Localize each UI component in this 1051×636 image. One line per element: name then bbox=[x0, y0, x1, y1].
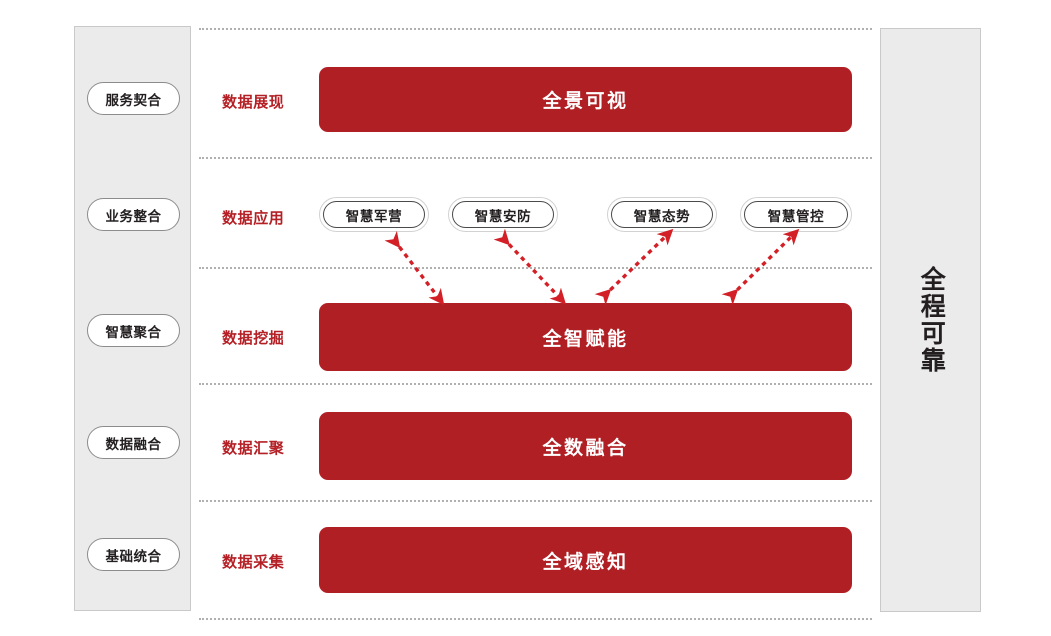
layer-label-collection: 数据采集 bbox=[222, 554, 285, 571]
layer-separator bbox=[199, 157, 872, 159]
layer-separator bbox=[199, 267, 872, 269]
reliability-panel: 全程可靠 bbox=[880, 28, 981, 612]
app-pill-label: 智慧态势 bbox=[633, 208, 691, 224]
stage-pill-label: 业务整合 bbox=[105, 208, 162, 224]
capability-bar-full-domain-sensing[interactable]: 全域感知 bbox=[319, 527, 852, 593]
capability-bar-label: 全景可视 bbox=[542, 91, 629, 112]
layer-label-aggregation: 数据汇聚 bbox=[222, 440, 285, 457]
layer-separator bbox=[199, 383, 872, 385]
layer-label-mining: 数据挖掘 bbox=[222, 330, 285, 347]
stage-pill-intelligence[interactable]: 智慧聚合 bbox=[87, 314, 180, 347]
stage-pill-infrastructure[interactable]: 基础统合 bbox=[87, 538, 180, 571]
app-pill-smart-barracks[interactable]: 智慧军营 bbox=[319, 197, 429, 232]
layer-label-application: 数据应用 bbox=[222, 210, 285, 227]
reliability-label: 全程可靠 bbox=[917, 266, 946, 374]
app-pill-smart-situation[interactable]: 智慧态势 bbox=[607, 197, 717, 232]
capability-bar-intelligent-empowerment[interactable]: 全智赋能 bbox=[319, 303, 852, 371]
stage-pill-service[interactable]: 服务契合 bbox=[87, 82, 180, 115]
arrow-taishi bbox=[594, 228, 674, 306]
app-pill-inner: 智慧军营 bbox=[323, 201, 425, 228]
stage-pill-label: 基础统合 bbox=[105, 548, 162, 564]
app-pill-smart-control[interactable]: 智慧管控 bbox=[740, 197, 852, 232]
capability-bar-label: 全数融合 bbox=[542, 437, 629, 459]
capability-bar-panoramic-view[interactable]: 全景可视 bbox=[319, 67, 852, 132]
arrow-guankong bbox=[721, 228, 800, 306]
app-pill-label: 智慧安防 bbox=[474, 208, 532, 224]
reliability-vertical-text: 全程可靠 bbox=[881, 29, 980, 611]
stage-pill-label: 数据融合 bbox=[105, 436, 162, 452]
layer-separator bbox=[199, 28, 872, 30]
stage-pill-business[interactable]: 业务整合 bbox=[87, 198, 180, 231]
stage-pill-data-fusion[interactable]: 数据融合 bbox=[87, 426, 180, 459]
app-pill-label: 智慧军营 bbox=[345, 208, 403, 224]
capability-bar-data-fusion[interactable]: 全数融合 bbox=[319, 412, 852, 480]
app-pill-inner: 智慧管控 bbox=[744, 201, 848, 228]
capability-bar-label: 全域感知 bbox=[542, 551, 629, 573]
stage-pill-label: 服务契合 bbox=[105, 92, 162, 108]
app-pill-inner: 智慧安防 bbox=[452, 201, 554, 228]
app-pill-smart-security[interactable]: 智慧安防 bbox=[448, 197, 558, 232]
stage-pill-label: 智慧聚合 bbox=[105, 324, 162, 340]
layer-separator bbox=[199, 618, 872, 620]
app-pill-label: 智慧管控 bbox=[767, 208, 825, 224]
app-pill-inner: 智慧态势 bbox=[611, 201, 713, 228]
integration-stage-panel: 服务契合 业务整合 智慧聚合 数据融合 基础统合 bbox=[74, 26, 191, 611]
layer-label-presentation: 数据展现 bbox=[222, 94, 285, 111]
layer-separator bbox=[199, 500, 872, 502]
capability-bar-label: 全智赋能 bbox=[542, 328, 629, 350]
